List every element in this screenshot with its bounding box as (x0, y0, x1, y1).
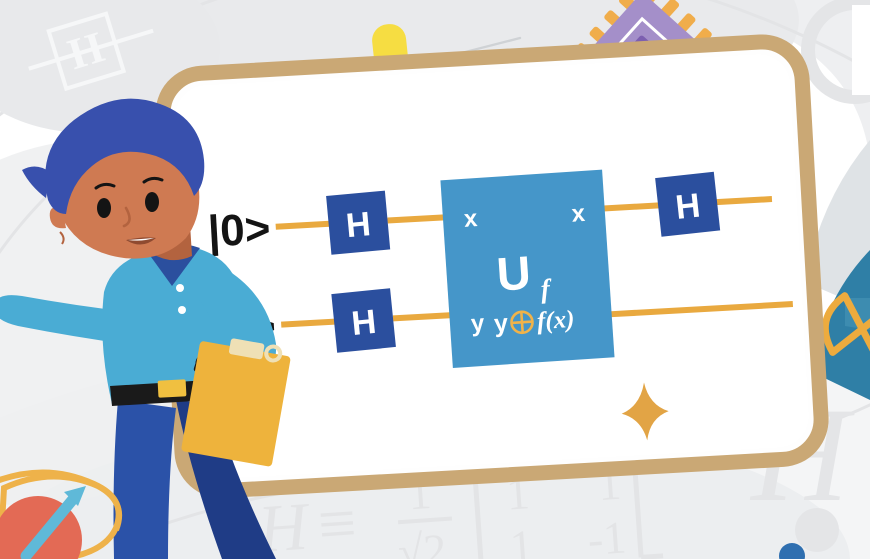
bloch-arrow (20, 486, 86, 559)
h-gate-q1-left-label: H (350, 303, 378, 343)
formula-m10: 1 (508, 520, 535, 559)
shirt-button-1 (176, 284, 184, 292)
wire-q0-seg1 (275, 220, 330, 230)
bloch-orbit (0, 469, 123, 532)
circuit-wires (275, 196, 794, 328)
h-gate-q0-right-label: H (674, 187, 703, 227)
formula-m11: -1 (586, 511, 628, 559)
oracle-input-top-label: x (463, 205, 479, 233)
formula-relation: ≡ (315, 484, 359, 559)
h-gate-q0-right[interactable]: H (655, 171, 721, 237)
wire-q0-seg4 (715, 196, 773, 206)
xor-icon (510, 310, 534, 335)
h-gate-q1-left[interactable]: H (331, 288, 396, 353)
oracle-output-bottom-y: y (493, 309, 509, 338)
formula-denominator: √2 (396, 524, 448, 559)
wire-q1-seg3 (608, 301, 794, 318)
background-letter-c (801, 0, 870, 104)
oracle-uf-box (440, 169, 615, 368)
wire-q1-seg2 (392, 312, 451, 322)
character-eye-right (145, 192, 159, 212)
h-gate-q0-left[interactable]: H (326, 190, 391, 255)
ket-label-q0: |0> (207, 204, 272, 257)
h-gate-q0-left-label: H (344, 205, 372, 245)
character-head (22, 98, 205, 259)
character-eye-left (97, 198, 111, 218)
decor-blue-circle (779, 543, 805, 559)
clipboard (181, 338, 291, 467)
infinity-icon (821, 292, 870, 366)
wire-q0-seg2 (387, 214, 445, 224)
oracle-output-bottom-fx: f(x) (536, 306, 575, 335)
shirt-button-2 (178, 306, 186, 314)
oracle-main-label: U (495, 246, 532, 301)
oracle-uf-gate[interactable]: x x U f y y f(x) (440, 169, 615, 368)
oracle-input-bottom-label: y (470, 310, 486, 338)
decor-gray-circle (795, 508, 839, 552)
wire-q0-seg3 (603, 202, 660, 212)
sparkle-icon (621, 382, 669, 441)
oracle-output-top-label: x (571, 200, 587, 228)
wire-q1-seg1 (281, 318, 336, 328)
